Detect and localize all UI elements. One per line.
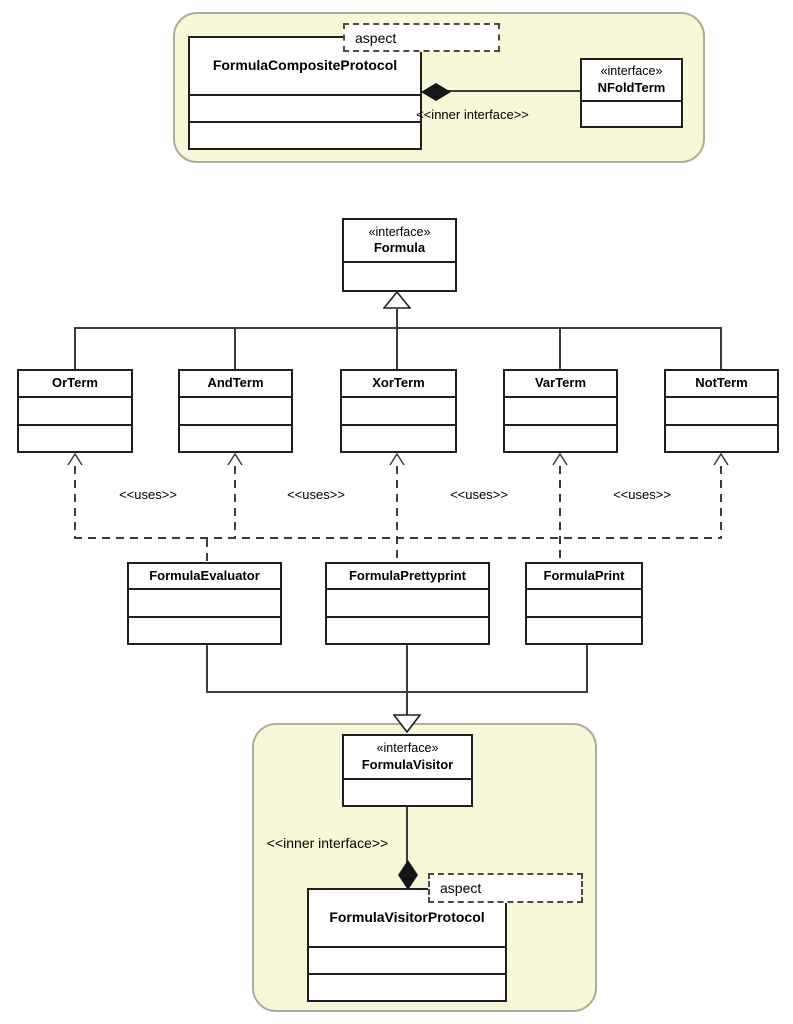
uses-label: <<uses>> xyxy=(119,487,177,502)
class-formula-evaluator: FormulaEvaluator xyxy=(127,562,282,645)
attributes-compartment xyxy=(309,946,505,973)
class-title: OrTerm xyxy=(52,375,98,391)
attributes-compartment xyxy=(327,588,488,616)
methods-compartment xyxy=(19,423,131,452)
uses-line-notterm xyxy=(720,466,722,538)
generalization-arrow-down-icon xyxy=(393,714,421,733)
orterm-drop-line xyxy=(74,327,76,369)
class-formula-print: FormulaPrint xyxy=(525,562,643,645)
class-title: VarTerm xyxy=(534,375,587,391)
uses-label: <<uses>> xyxy=(450,487,508,502)
class-title: NFoldTerm xyxy=(597,79,666,95)
composition-diamond-icon xyxy=(421,83,451,101)
dependency-arrow-icon xyxy=(713,453,729,466)
methods-compartment xyxy=(327,615,488,644)
methods-compartment xyxy=(180,423,291,452)
class-title: FormulaPrettyprint xyxy=(348,567,466,583)
methods-compartment xyxy=(527,615,641,644)
interface-nfoldterm: «interface» NFoldTerm xyxy=(580,58,683,128)
aspect-label: aspect xyxy=(440,880,482,896)
attributes-compartment xyxy=(180,396,291,424)
methods-compartment xyxy=(666,423,777,452)
attributes-compartment xyxy=(505,396,616,424)
attributes-compartment xyxy=(342,396,455,424)
dependency-arrow-icon xyxy=(67,453,83,466)
uses-line-orterm xyxy=(74,466,76,538)
aspect-box-bottom: aspect xyxy=(428,873,583,903)
notterm-drop-line xyxy=(720,327,722,369)
interface-formula: «interface» Formula xyxy=(342,218,457,292)
generalization-arrow-icon xyxy=(383,291,411,309)
print-down-line xyxy=(586,645,588,693)
stereotype-label: «interface» xyxy=(368,224,431,239)
class-formula-visitor-protocol: FormulaVisitorProtocol xyxy=(307,888,507,1002)
attributes-compartment xyxy=(527,588,641,616)
stereotype-label: «interface» xyxy=(376,741,439,756)
prettyprint-down-line xyxy=(406,645,408,717)
uses-label: <<uses>> xyxy=(613,487,671,502)
methods-compartment xyxy=(582,100,681,126)
methods-compartment xyxy=(309,973,505,1000)
class-varterm: VarTerm xyxy=(503,369,618,453)
class-notterm: NotTerm xyxy=(664,369,779,453)
visitor-collector-line xyxy=(206,691,588,693)
attributes-compartment xyxy=(666,396,777,424)
class-xorterm: XorTerm xyxy=(340,369,457,453)
evaluator-down-line xyxy=(206,645,208,693)
class-formula-prettyprint: FormulaPrettyprint xyxy=(325,562,490,645)
dependency-arrow-icon xyxy=(227,453,243,466)
attributes-compartment xyxy=(19,396,131,424)
methods-compartment xyxy=(129,615,280,644)
methods-compartment xyxy=(342,423,455,452)
class-title: AndTerm xyxy=(207,375,264,391)
andterm-drop-line xyxy=(234,327,236,369)
uses-line-andterm xyxy=(234,466,236,538)
composition-diamond-down-icon xyxy=(398,860,418,890)
methods-compartment xyxy=(190,121,420,148)
attributes-compartment xyxy=(190,94,420,121)
class-andterm: AndTerm xyxy=(178,369,293,453)
uses-line-evaluator xyxy=(206,539,208,562)
generalization-bus-line xyxy=(74,327,722,329)
dependency-arrow-icon xyxy=(552,453,568,466)
composition-line-bottom xyxy=(406,807,408,863)
class-title: FormulaEvaluator xyxy=(149,567,260,583)
class-orterm: OrTerm xyxy=(17,369,133,453)
class-formula-composite-protocol: FormulaCompositeProtocol xyxy=(188,36,422,150)
uses-line-varterm xyxy=(559,466,561,562)
aspect-box-top: aspect xyxy=(343,23,500,52)
inner-interface-label-bottom: <<inner interface>> xyxy=(266,835,389,851)
generalization-stem-line xyxy=(396,309,398,328)
composition-line-top xyxy=(448,90,580,92)
attributes-compartment xyxy=(129,588,280,616)
aspect-label: aspect xyxy=(355,29,397,46)
class-title: Formula xyxy=(373,240,426,256)
methods-compartment xyxy=(344,261,455,290)
class-title: FormulaCompositeProtocol xyxy=(212,57,398,74)
dependency-arrow-icon xyxy=(389,453,405,466)
methods-compartment xyxy=(344,778,471,805)
inner-interface-label-top: <<inner interface>> xyxy=(416,107,529,122)
methods-compartment xyxy=(505,423,616,452)
varterm-drop-line xyxy=(559,327,561,369)
class-title: FormulaPrint xyxy=(543,567,625,583)
stereotype-label: «interface» xyxy=(600,64,663,79)
uses-line-xorterm xyxy=(396,466,398,562)
class-title: NotTerm xyxy=(695,375,748,391)
class-title: XorTerm xyxy=(372,375,425,391)
xorterm-drop-line xyxy=(396,327,398,369)
class-title: FormulaVisitorProtocol xyxy=(329,909,485,926)
uses-bus-line xyxy=(74,537,722,539)
uses-label: <<uses>> xyxy=(287,487,345,502)
class-title: FormulaVisitor xyxy=(361,756,454,772)
interface-formula-visitor: «interface» FormulaVisitor xyxy=(342,734,473,807)
